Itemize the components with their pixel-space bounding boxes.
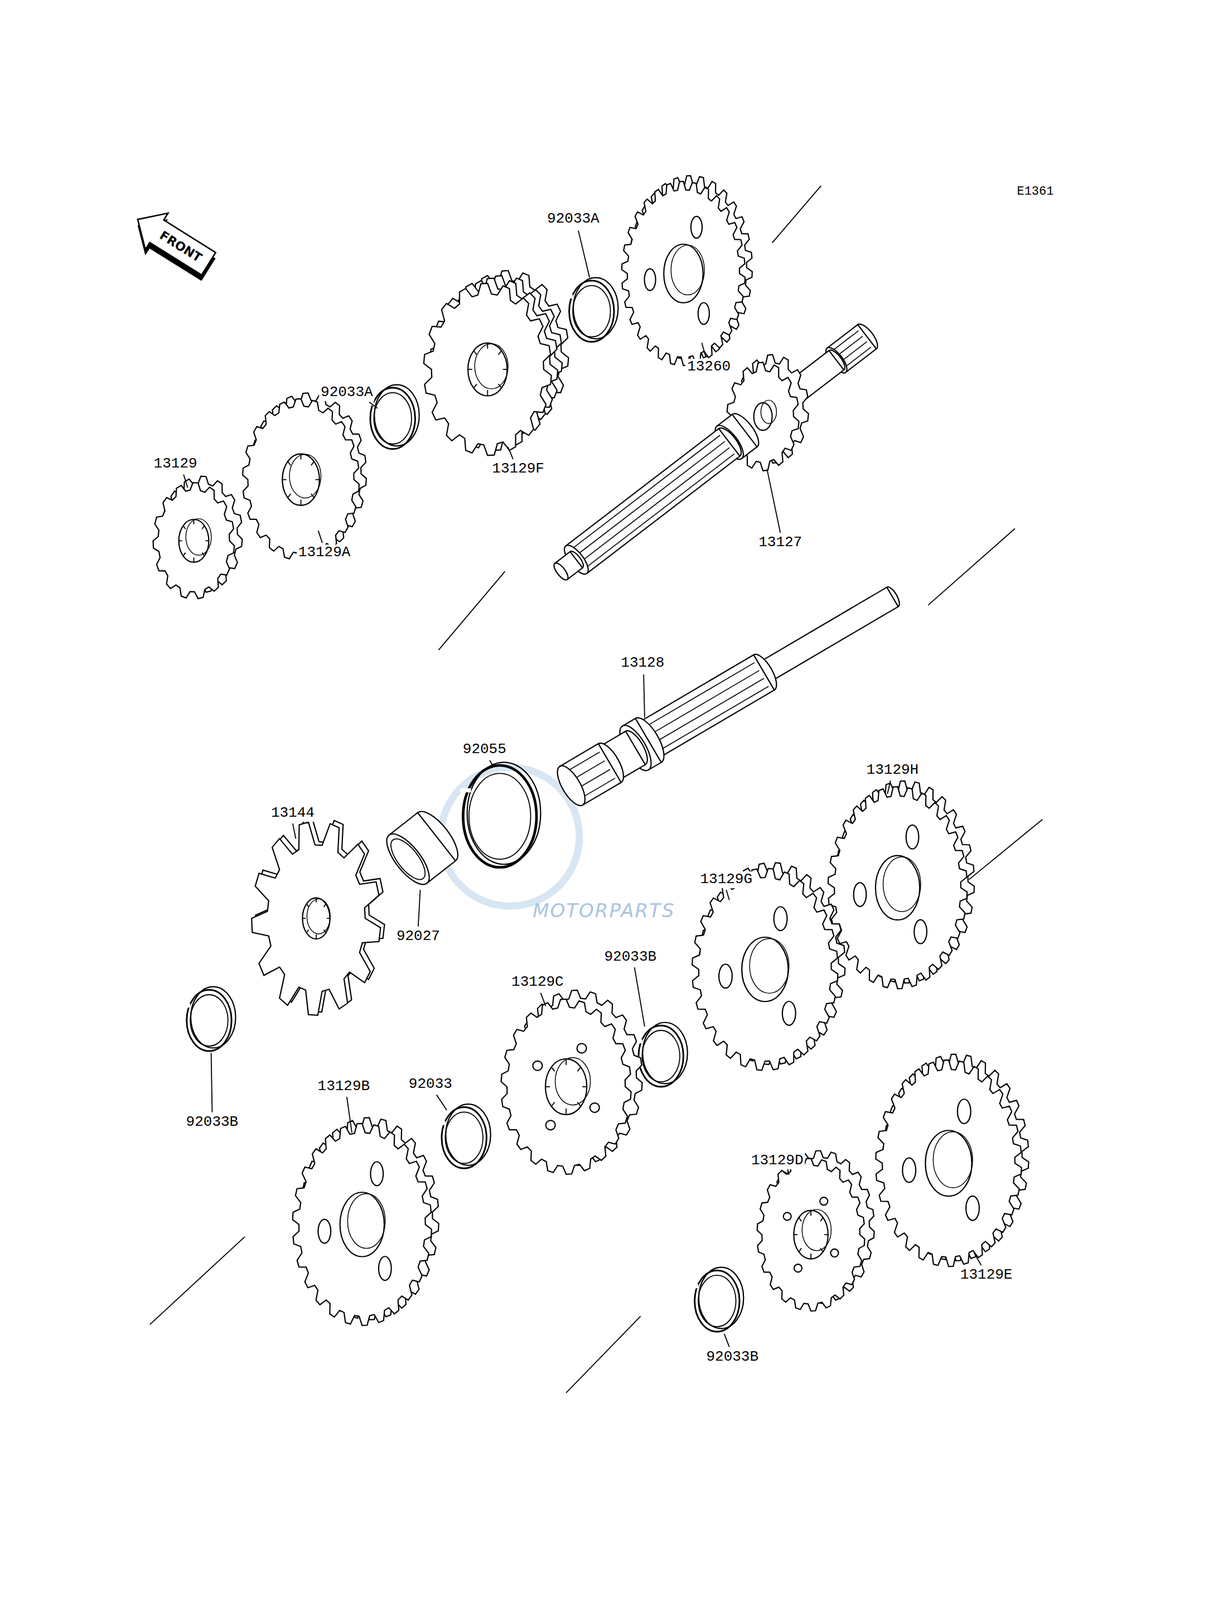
callout-number: 13127	[756, 534, 804, 551]
axis-line	[566, 1315, 641, 1392]
callout-number: 13260	[685, 358, 733, 376]
callout-number: 92033B	[602, 948, 659, 966]
callout-number: 92033A	[318, 384, 375, 401]
callout-number: 13144	[269, 804, 317, 822]
callout-number: 92033B	[184, 1113, 241, 1131]
circlip	[183, 986, 236, 1051]
callout-number: 92033	[407, 1075, 454, 1093]
axis-line	[150, 1236, 245, 1324]
gear	[875, 1054, 1029, 1267]
callout-number: 92027	[394, 927, 442, 945]
leader-line	[369, 402, 378, 409]
callout-number: 13129	[152, 455, 200, 473]
leader-line	[489, 760, 493, 766]
gear	[692, 862, 845, 1070]
callout-number: 92033B	[704, 1348, 761, 1366]
front-arrow	[123, 201, 223, 288]
leader-line	[578, 230, 590, 278]
shaft-section	[552, 738, 630, 810]
circlip	[460, 761, 541, 867]
leader-line	[887, 780, 891, 794]
arrow-label: FRONT	[156, 226, 207, 266]
gear	[423, 278, 558, 456]
leader-line	[724, 1333, 730, 1347]
axis-line	[438, 571, 505, 650]
shaft-section	[754, 585, 903, 685]
leader-line	[211, 1052, 213, 1113]
leader-line	[508, 446, 514, 459]
callout-number: 92033A	[545, 210, 602, 228]
gear	[757, 1150, 875, 1311]
callout-number: 13129D	[749, 1152, 806, 1169]
leader-line	[783, 1171, 790, 1174]
leader-line	[418, 889, 421, 927]
axis-line	[969, 819, 1043, 880]
leader-line	[540, 992, 546, 1007]
callout-number: 13129G	[698, 871, 754, 888]
axis-line	[772, 185, 822, 243]
callout-number: 92055	[461, 741, 509, 758]
circlip	[366, 384, 419, 449]
circlip	[566, 277, 618, 342]
leader-line	[436, 1094, 447, 1110]
leader-line	[634, 967, 645, 1027]
gear	[153, 476, 243, 599]
circlip	[438, 1103, 491, 1168]
gear	[242, 392, 367, 560]
leader-line	[766, 469, 781, 533]
circlip	[635, 1022, 688, 1087]
leader-line	[643, 674, 645, 718]
leader-line	[292, 823, 296, 839]
gear	[828, 780, 975, 989]
circlip	[691, 1267, 744, 1332]
collar-bore	[384, 833, 432, 885]
gear	[501, 989, 643, 1174]
leader-line	[701, 342, 706, 358]
callout-number: 13128	[619, 654, 666, 672]
watermark-logo	[440, 766, 580, 906]
callout-number: 13129H	[864, 761, 921, 779]
callout-number: 13129A	[296, 544, 353, 562]
axis-line	[927, 528, 1015, 605]
gear	[621, 175, 753, 366]
callout-number: 13129B	[316, 1078, 372, 1095]
leader-line	[183, 474, 188, 488]
leader-line	[318, 530, 323, 543]
callout-number: 13129F	[490, 460, 546, 478]
shaft-section	[560, 424, 746, 578]
watermark: MOTORPARTS	[530, 900, 677, 922]
callout-number: 13129C	[509, 973, 566, 991]
leader-line	[726, 889, 729, 900]
leader-line	[346, 1096, 352, 1133]
shaft-section	[551, 548, 586, 582]
drawing-code: E1361	[1014, 184, 1056, 199]
gear	[292, 1117, 439, 1326]
shaft-section	[379, 804, 466, 891]
gear	[251, 818, 385, 1015]
leader-line	[974, 1252, 982, 1265]
callout-number: 13129E	[958, 1266, 1015, 1284]
